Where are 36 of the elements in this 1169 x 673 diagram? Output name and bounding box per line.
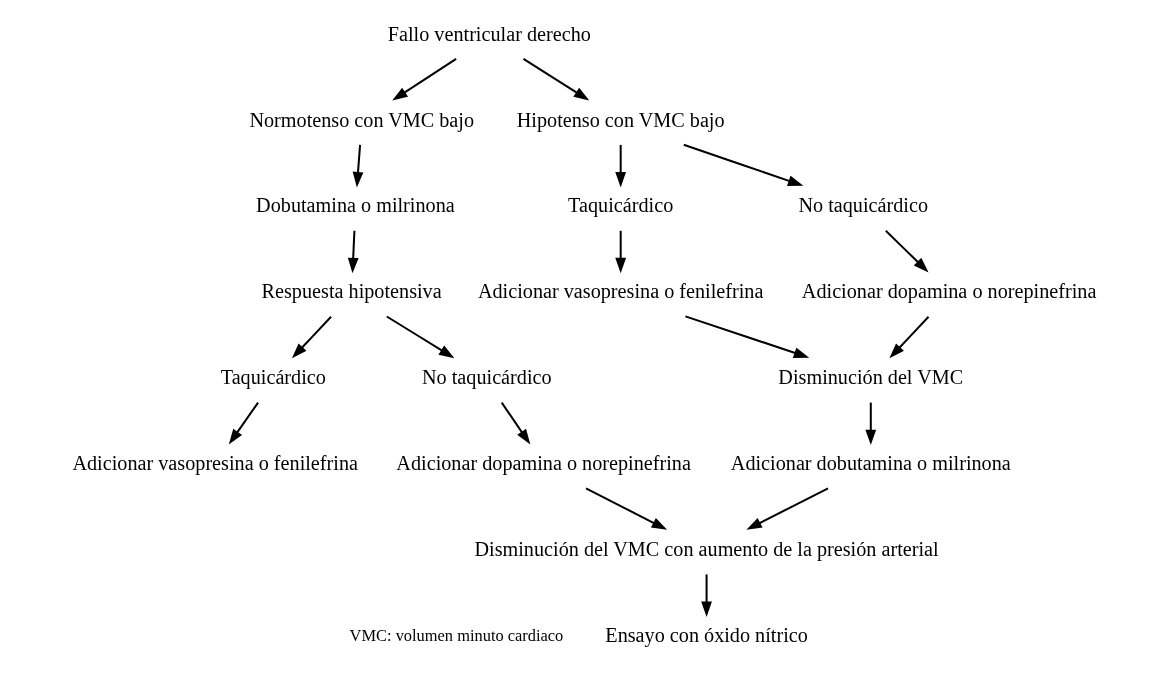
node-text: Adicionar dobutamina o milrinona bbox=[730, 452, 1011, 475]
node-text: Disminución del VMC bbox=[777, 366, 963, 389]
arrow bbox=[884, 230, 929, 273]
arrow bbox=[500, 402, 530, 445]
arrow bbox=[682, 143, 803, 186]
node-text: Adicionar dopamina o norepinefrina bbox=[395, 452, 691, 475]
node-text: No taquicárdico bbox=[421, 366, 552, 389]
node-text: Adicionar dopamina o norepinefrina bbox=[801, 280, 1096, 303]
node-text: Disminución del VMC con aumento de la presión arterial bbox=[473, 538, 939, 561]
arrow bbox=[522, 57, 589, 101]
arrow bbox=[614, 144, 626, 188]
arrow bbox=[888, 316, 929, 359]
arrow bbox=[291, 316, 332, 359]
arrow bbox=[614, 230, 626, 274]
node-text: Fallo ventricular derecho bbox=[387, 22, 591, 45]
node-text: Taquicárdico bbox=[220, 366, 326, 389]
node-text: Dobutamina o milrinona bbox=[255, 194, 455, 217]
node-text: Hipotenso con VMC bajo bbox=[516, 108, 725, 131]
node-text: Respuesta hipotensiva bbox=[261, 280, 442, 303]
arrow bbox=[352, 144, 363, 188]
arrow bbox=[864, 402, 876, 446]
node-text: Ensayo con óxido nítrico bbox=[604, 623, 808, 646]
arrow bbox=[684, 315, 809, 358]
arrow bbox=[391, 57, 457, 101]
arrow bbox=[347, 230, 359, 274]
arrow bbox=[228, 402, 259, 445]
label: VMC: volumen minuto cardiaco bbox=[349, 626, 563, 646]
node-text: Adicionar vasopresina o fenilefrina bbox=[477, 280, 763, 303]
node-text: Taquicárdico bbox=[567, 194, 673, 217]
arrow bbox=[385, 315, 454, 359]
node-text: Adicionar vasopresina o fenilefrina bbox=[71, 452, 358, 475]
node-text: Normotenso con VMC bajo bbox=[248, 108, 474, 131]
arrow bbox=[585, 487, 667, 530]
arrow bbox=[700, 574, 712, 617]
node-text: No taquicárdico bbox=[797, 194, 928, 217]
arrow bbox=[745, 487, 829, 530]
